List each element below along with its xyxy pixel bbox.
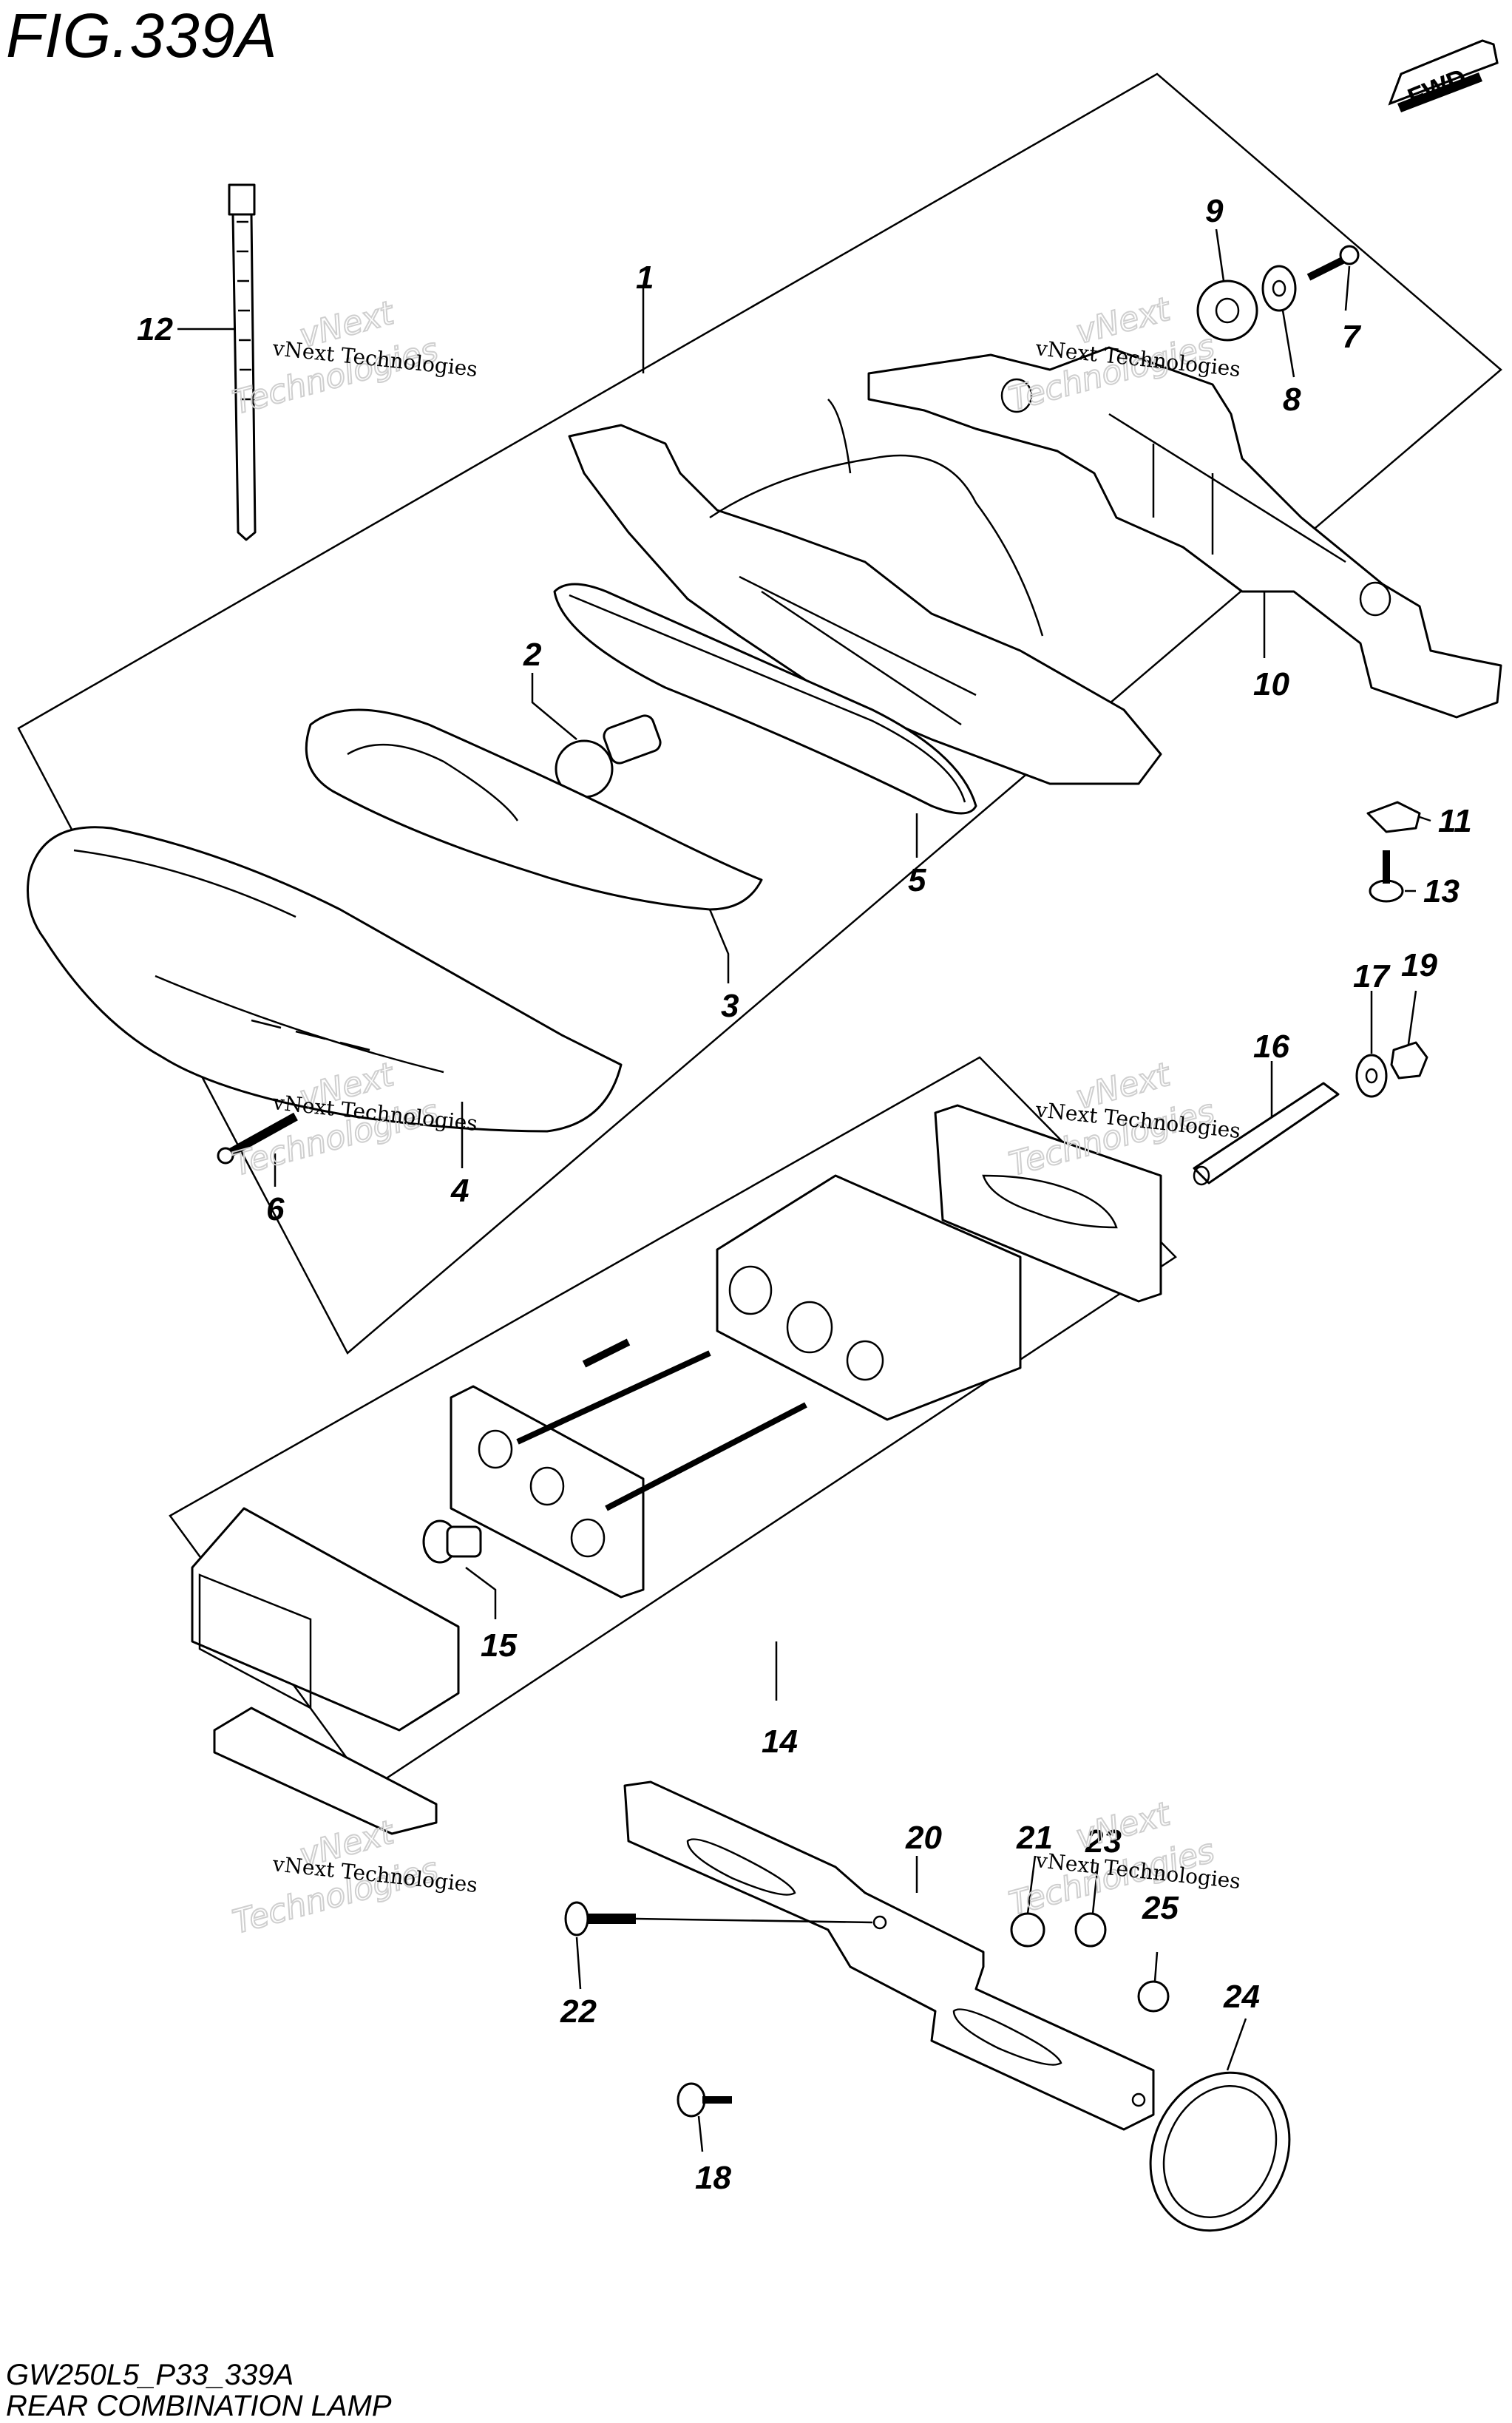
callout-23: 23 <box>1085 1823 1122 1860</box>
watermark-3: vNext Technologies vNext Technologies <box>228 1054 479 1184</box>
callout-14: 14 <box>762 1724 798 1760</box>
cable-tie <box>228 183 257 541</box>
callout-16: 16 <box>1253 1028 1289 1065</box>
callout-3: 3 <box>721 988 739 1024</box>
figure-name: REAR COMBINATION LAMP <box>6 2390 392 2422</box>
washer-17 <box>1355 1054 1388 1098</box>
watermark-5: vNext Technologies vNext Technologies <box>228 1812 479 1942</box>
collar-23 <box>1074 1912 1107 1948</box>
lamp-gasket <box>553 583 977 815</box>
lamp-bracket <box>867 346 1502 719</box>
callout-25: 25 <box>1142 1890 1179 1926</box>
callout-7: 7 <box>1342 319 1362 355</box>
assembly-frame-lower <box>169 1056 1177 1791</box>
collar-pipe-16 <box>1193 1082 1340 1186</box>
callout-24: 24 <box>1223 1979 1260 2015</box>
license-lamp-lens <box>213 1707 438 1835</box>
callout-8: 8 <box>1283 382 1301 418</box>
callout-20: 20 <box>905 1820 942 1856</box>
model-code: GW250L5_P33_339A <box>6 2359 294 2391</box>
callout-1: 1 <box>636 260 654 296</box>
nut-19 <box>1390 1041 1428 1080</box>
callout-4: 4 <box>450 1173 469 1209</box>
figure-title: FIG.339A <box>6 1 278 70</box>
reflector-bracket <box>623 1780 1155 2131</box>
callout-9: 9 <box>1205 193 1224 229</box>
license-lamp-cover <box>191 1507 460 1732</box>
license-lamp-socket-plate <box>450 1385 645 1599</box>
bulb-upper <box>555 714 662 799</box>
watermark-6: vNext Technologies vNext Technologies <box>1005 1794 1242 1923</box>
nut-25 <box>1137 1980 1170 2013</box>
lamp-lens <box>27 826 623 1133</box>
reflex-reflector <box>1149 2071 1291 2232</box>
grommet-9 <box>1196 279 1258 342</box>
nut-clip-11 <box>1366 801 1421 833</box>
callout-2: 2 <box>523 637 542 673</box>
callout-10: 10 <box>1253 666 1289 702</box>
callout-5: 5 <box>908 862 926 898</box>
bulb-lower <box>422 1519 482 1564</box>
callout-21: 21 <box>1016 1820 1053 1856</box>
callout-leaders <box>177 228 1431 2152</box>
callout-13: 13 <box>1423 873 1460 909</box>
callout-6: 6 <box>266 1191 285 1227</box>
watermark-1: vNext Technologies vNext Technologies <box>228 293 479 422</box>
washer-8 <box>1261 265 1297 312</box>
long-bolts <box>516 1338 807 1511</box>
lamp-housing <box>568 399 1162 785</box>
callout-17: 17 <box>1353 958 1391 994</box>
bolt-22 <box>564 1901 873 1936</box>
license-lamp-body <box>716 1174 1022 1421</box>
plug-18 <box>677 2082 732 2118</box>
screw-7 <box>1306 245 1360 281</box>
callout-18: 18 <box>695 2160 731 2196</box>
screw-6 <box>217 1112 298 1165</box>
callout-19: 19 <box>1401 947 1437 983</box>
callout-15: 15 <box>481 1627 517 1664</box>
callout-11: 11 <box>1438 803 1472 839</box>
callout-22: 22 <box>560 1993 597 2030</box>
callout-12: 12 <box>137 311 173 348</box>
license-lamp-gasket <box>934 1104 1162 1303</box>
fwd-arrow-icon: FWD <box>1388 39 1499 113</box>
screw-13 <box>1369 850 1404 903</box>
callout-labels: 1 2 3 4 5 6 7 8 9 10 11 12 13 14 15 16 1… <box>137 193 1472 2196</box>
reflector <box>305 708 763 911</box>
